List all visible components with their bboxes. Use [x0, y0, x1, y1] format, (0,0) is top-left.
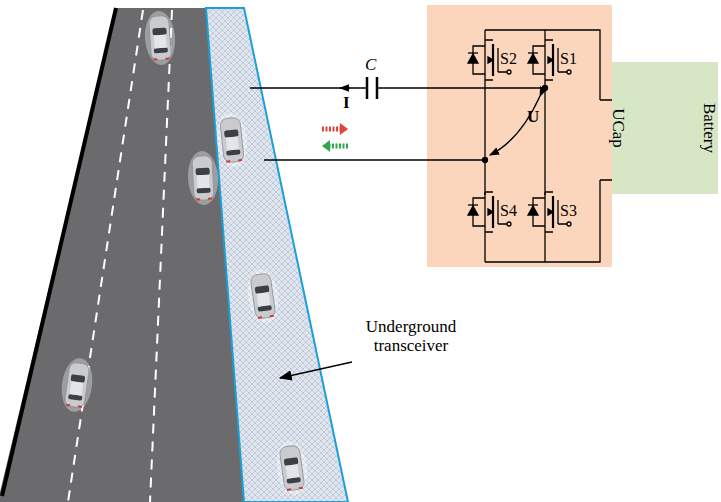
switch-label: S1: [560, 50, 577, 68]
cars: [58, 10, 310, 497]
voltage-label: U: [527, 108, 539, 127]
switch-label: S3: [560, 202, 577, 220]
car: [58, 356, 95, 414]
car: [214, 112, 249, 169]
car: [244, 267, 281, 325]
switch-label: S2: [500, 50, 517, 68]
car: [143, 10, 177, 66]
road: [0, 8, 244, 502]
transceiver-label: Underground transceiver: [355, 318, 467, 355]
power-flow-arrows: [322, 123, 348, 152]
inverter-panel: [427, 5, 612, 267]
transceiver-strip: [206, 8, 348, 502]
lane-line: [150, 10, 172, 502]
switch-label: S4: [500, 202, 517, 220]
car: [273, 439, 310, 497]
road-edge: [2, 8, 116, 496]
storage-label: Battery: [699, 103, 719, 153]
car: [187, 150, 220, 205]
storage-symbols: [630, 100, 712, 185]
capacitor-label: C: [365, 56, 376, 75]
h-bridge: [250, 30, 712, 262]
current-label: I: [343, 94, 350, 113]
leader-line: [280, 362, 352, 378]
lane-line: [68, 10, 143, 502]
storage-label: UCap: [608, 108, 628, 148]
